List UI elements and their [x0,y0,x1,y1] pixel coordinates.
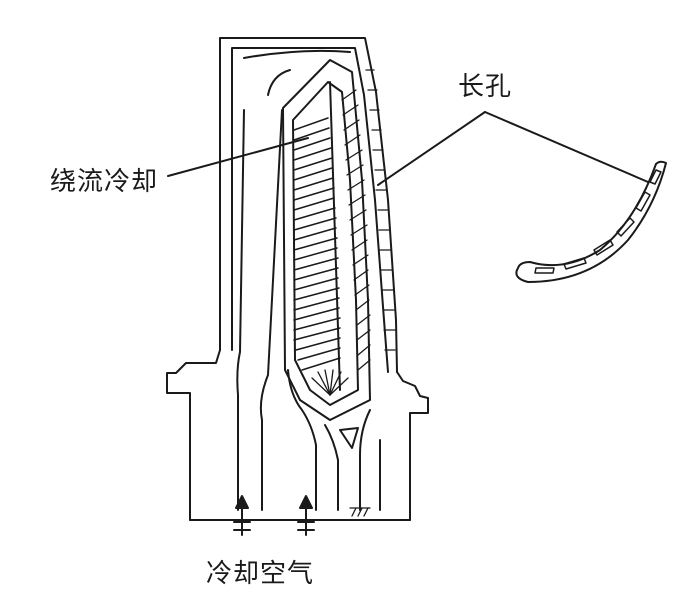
blade-root-outline-right [396,371,429,521]
leader-line-flow-cooling [167,137,309,177]
root-channel-2 [259,109,283,511]
blade-root-outline [166,349,221,521]
blade-inner-outline [231,47,389,373]
airfoil-cross-section [515,160,667,283]
cooling-passage-divider [329,81,341,391]
root-hatch-mark [349,507,371,517]
label-flow-around-cooling: 绕流冷却 [50,167,159,197]
cooling-air-arrow-right [297,495,315,536]
root-channel-5 [359,409,371,511]
turbulator-hatching-right [341,89,371,371]
trailing-edge-holes [365,69,396,351]
cooling-air-arrow-left [233,495,251,536]
leader-line-long-holes-section [484,111,649,183]
cross-section-holes [534,169,662,274]
cooling-passage-outer [282,59,371,421]
root-channel-4 [324,424,339,511]
blade-tip-hook [267,69,291,96]
label-cooling-air: 冷却空气 [206,559,315,589]
root-channel-1 [236,109,245,511]
label-long-holes: 长孔 [458,72,513,102]
base-fan-spokes [311,369,349,396]
root-triangle-feature [339,427,359,449]
root-channel-3 [287,369,317,511]
turbulator-hatching-left [293,117,341,371]
blade-outline [219,37,398,373]
cooling-passage-inner [292,81,359,406]
blade-tip-curve [243,49,351,59]
leader-line-long-holes-blade [377,111,486,186]
